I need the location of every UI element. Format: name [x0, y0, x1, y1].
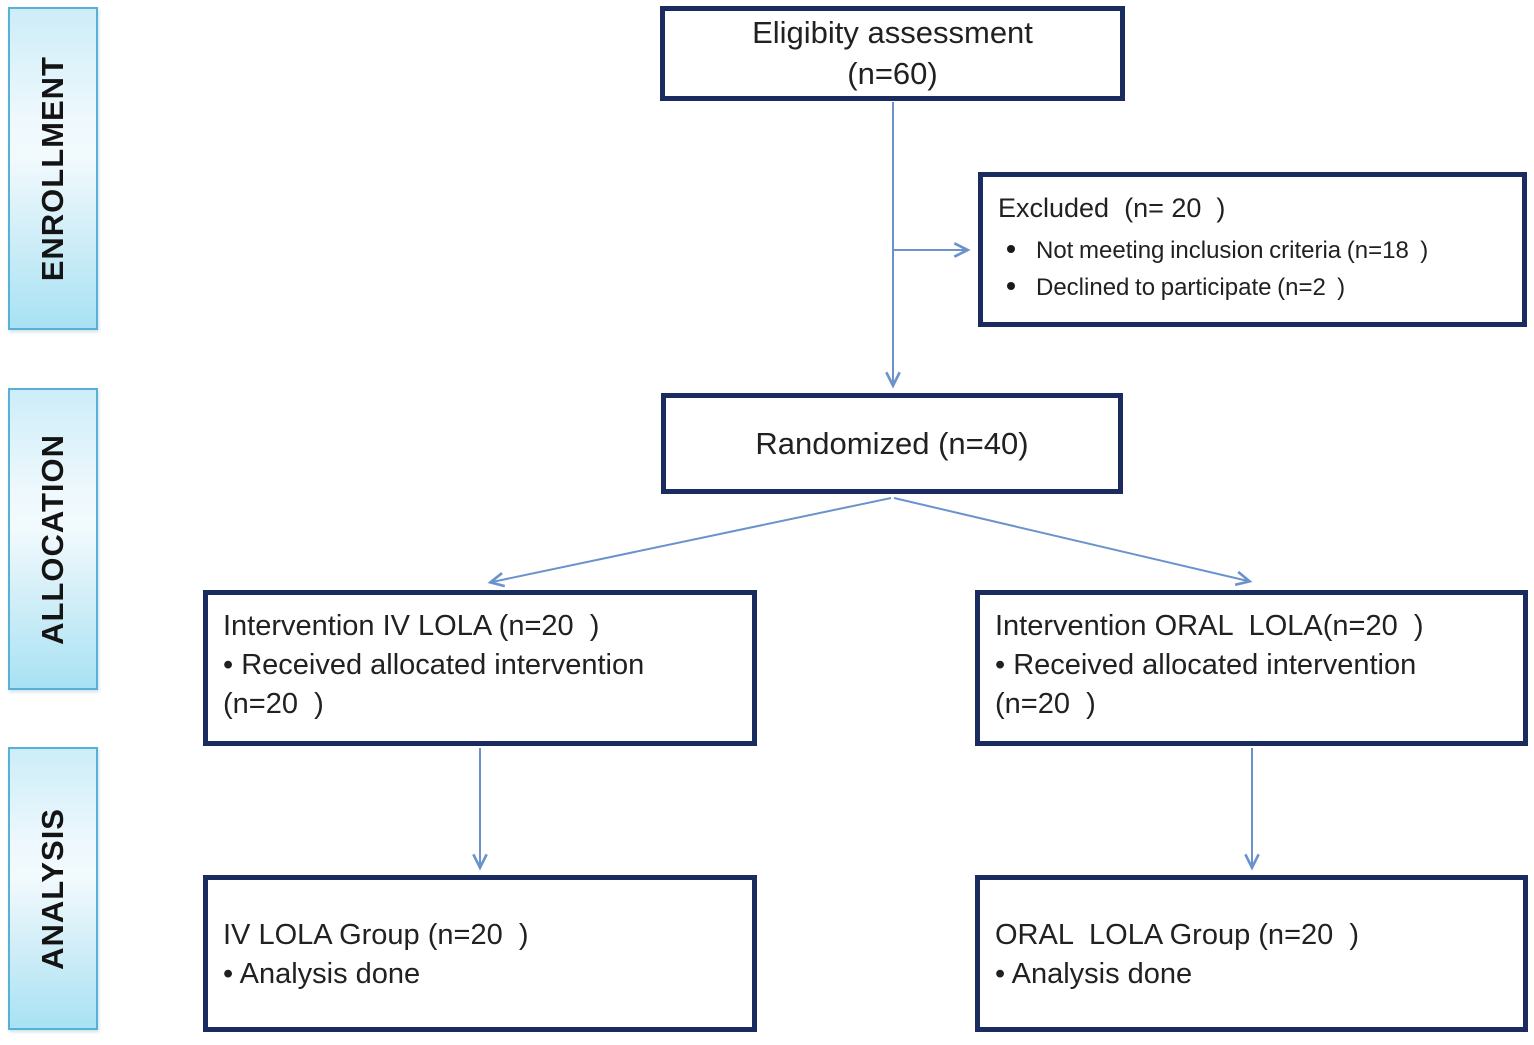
excluded-reasons-list: Not meeting inclusion criteria (n=18 ) D…	[998, 232, 1514, 306]
stage-label-enrollment-text: ENROLLMENT	[35, 55, 70, 282]
analysis-iv-title: IV LOLA Group (n=20 )	[223, 919, 529, 951]
analysis-iv-done: • Analysis done	[223, 957, 421, 990]
intervention-iv-title: Intervention IV LOLA (n=20 )	[223, 610, 600, 642]
stage-label-enrollment: ENROLLMENT	[8, 7, 98, 330]
excluded-reason-inclusion-criteria: Not meeting inclusion criteria (n=18 )	[998, 232, 1514, 269]
analysis-oral-done: • Analysis done	[995, 957, 1193, 990]
excluded-box: Excluded (n= 20 ) Not meeting inclusion …	[978, 172, 1527, 327]
stage-label-analysis: ANALYSIS	[8, 747, 98, 1030]
arrow-randomized-to-iv	[487, 497, 892, 588]
intervention-oral-title: Intervention ORAL LOLA(n=20 )	[995, 610, 1424, 642]
excluded-reason-declined: Declined to participate (n=2 )	[998, 269, 1514, 306]
eligibility-count: (n=60)	[847, 55, 938, 91]
analysis-iv-lola-box: IV LOLA Group (n=20 ) • Analysis done	[203, 875, 757, 1032]
stage-label-analysis-text: ANALYSIS	[35, 807, 70, 970]
intervention-iv-lola-box: Intervention IV LOLA (n=20 ) • Received …	[203, 590, 757, 746]
randomized-box: Randomized (n=40)	[661, 393, 1123, 494]
intervention-oral-received: • Received allocated intervention	[995, 648, 1417, 681]
stage-label-allocation-text: ALLOCATION	[35, 433, 70, 645]
eligibility-title: Eligibity assessment	[752, 14, 1033, 50]
intervention-iv-received: • Received allocated intervention	[223, 648, 645, 681]
intervention-iv-count: (n=20 )	[223, 687, 324, 720]
excluded-title: Excluded (n= 20 )	[998, 193, 1226, 223]
randomized-label: Randomized (n=40)	[755, 425, 1029, 461]
arrow-randomized-to-oral	[893, 497, 1253, 587]
intervention-oral-count: (n=20 )	[995, 687, 1096, 720]
analysis-oral-lola-box: ORAL LOLA Group (n=20 ) • Analysis done	[975, 875, 1528, 1032]
analysis-oral-title: ORAL LOLA Group (n=20 )	[995, 919, 1360, 951]
eligibility-assessment-box: Eligibity assessment (n=60)	[660, 6, 1125, 101]
intervention-oral-lola-box: Intervention ORAL LOLA(n=20 ) • Received…	[975, 590, 1528, 746]
stage-label-allocation: ALLOCATION	[8, 388, 98, 690]
